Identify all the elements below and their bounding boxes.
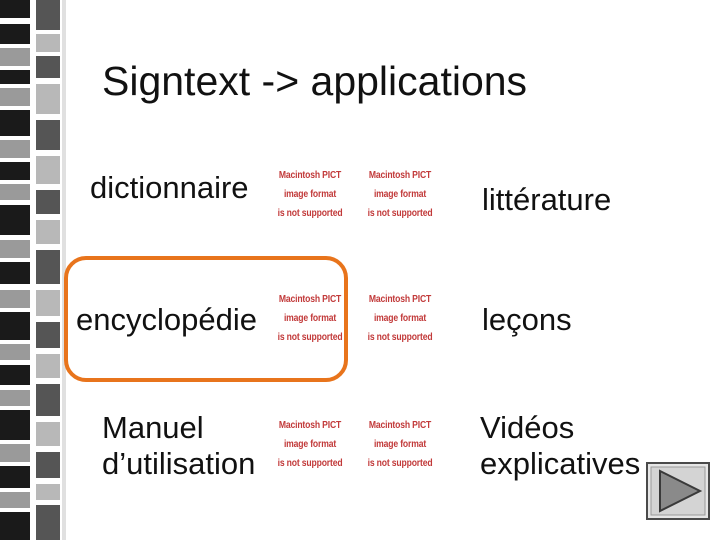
image-placeholder: Macintosh PICT image format is not suppo… (368, 162, 433, 226)
placeholder-line: Macintosh PICT (368, 292, 432, 305)
image-placeholder: Macintosh PICT image format is not suppo… (278, 286, 343, 350)
image-placeholder: Macintosh PICT image format is not suppo… (368, 286, 433, 350)
placeholder-line: is not supported (277, 330, 343, 343)
placeholder-line: image format (283, 437, 337, 450)
placeholder-line: Macintosh PICT (368, 168, 432, 181)
placeholder-line: Macintosh PICT (278, 292, 342, 305)
film-strip-decoration (0, 0, 72, 540)
label-utilisation: d’utilisation (102, 446, 256, 481)
play-next-icon (659, 469, 703, 513)
label-encyclopedie: encyclopédie (76, 302, 257, 337)
placeholder-line: Macintosh PICT (368, 418, 432, 431)
placeholder-line: image format (373, 311, 427, 324)
label-manuel: Manuel (102, 410, 204, 445)
label-litterature: littérature (482, 182, 612, 217)
placeholder-line: is not supported (367, 330, 433, 343)
label-lecons: leçons (482, 302, 572, 337)
highlight-box (64, 256, 348, 382)
placeholder-line: image format (373, 437, 427, 450)
placeholder-line: is not supported (277, 206, 343, 219)
placeholder-line: is not supported (277, 456, 343, 469)
slide-title: Signtext -> applications (102, 58, 528, 104)
placeholder-line: image format (283, 187, 337, 200)
image-placeholder: Macintosh PICT image format is not suppo… (278, 162, 343, 226)
label-explicatives: explicatives (480, 446, 641, 481)
image-placeholder: Macintosh PICT image format is not suppo… (368, 412, 433, 476)
placeholder-line: Macintosh PICT (278, 418, 342, 431)
placeholder-line: image format (373, 187, 427, 200)
label-dictionnaire: dictionnaire (90, 170, 249, 205)
image-placeholder: Macintosh PICT image format is not suppo… (278, 412, 343, 476)
placeholder-line: is not supported (367, 456, 433, 469)
label-videos: Vidéos (480, 410, 575, 445)
next-slide-button[interactable] (646, 462, 710, 520)
placeholder-line: Macintosh PICT (278, 168, 342, 181)
placeholder-line: is not supported (367, 206, 433, 219)
placeholder-line: image format (283, 311, 337, 324)
